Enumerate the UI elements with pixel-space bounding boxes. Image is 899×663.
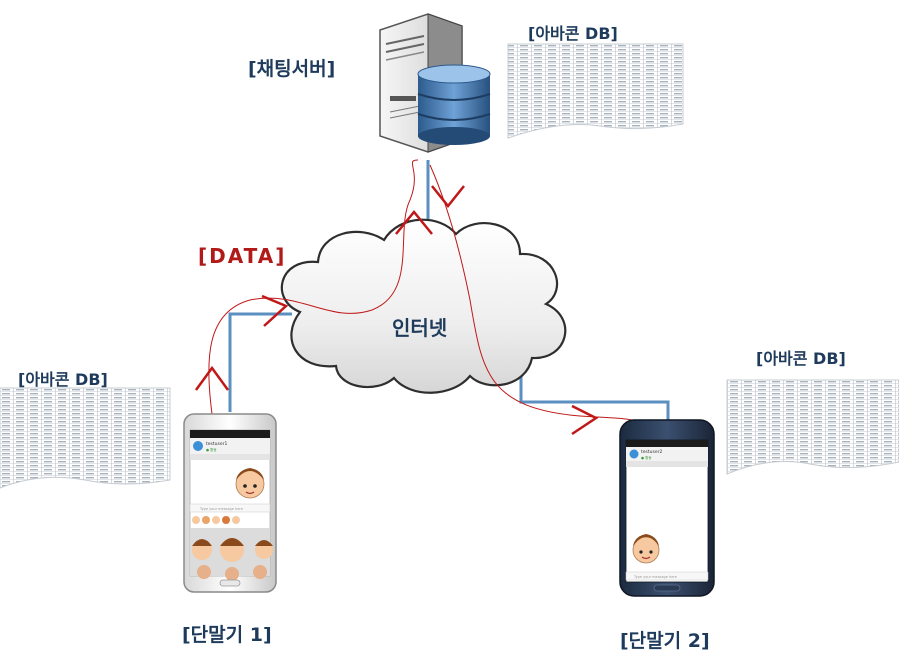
arrow-up-center [395, 210, 433, 235]
phone2-user: testuser2 [641, 449, 662, 455]
left-db-table [0, 387, 171, 489]
data-arrows [194, 185, 599, 436]
arrow-right-bottom [571, 404, 599, 436]
phone1-user: testuser1 [206, 441, 227, 447]
terminal-1-phone: testuser1 ● 활동 Type your message here [183, 413, 277, 593]
arrow-down-server [431, 185, 465, 209]
terminal-2-phone: testuser2 ● 활동 Type your message here [619, 419, 715, 597]
data-route [208, 159, 641, 423]
emoticon-face-icon [235, 468, 265, 499]
server-db-table [507, 43, 684, 139]
emoticon-tray [190, 516, 273, 581]
internet-cloud [280, 218, 567, 394]
server-db-label: [아바콘 DB] [528, 24, 618, 43]
phone1-input: Type your message here [199, 507, 243, 511]
data-label: [DATA] [198, 244, 287, 268]
emoticon-face-icon [632, 534, 660, 564]
server-icon [379, 13, 491, 153]
right-db-table [726, 379, 899, 475]
arrow-up-left [194, 365, 230, 391]
terminal-2-label: [단말기 2] [620, 630, 710, 652]
right-db-label: [아바콘 DB] [756, 349, 846, 368]
internet-label: 인터넷 [392, 316, 448, 340]
terminal-1-label: [단말기 1] [182, 624, 272, 646]
phone2-input: Type your message here [633, 575, 677, 579]
phone1-status: ● 활동 [206, 447, 217, 452]
phone2-status: ● 활동 [641, 455, 652, 460]
arrow-right-top [261, 294, 289, 327]
left-db-label: [아바콘 DB] [18, 370, 108, 389]
server-label: [채팅서버] [248, 58, 336, 80]
database-icon [417, 64, 491, 145]
